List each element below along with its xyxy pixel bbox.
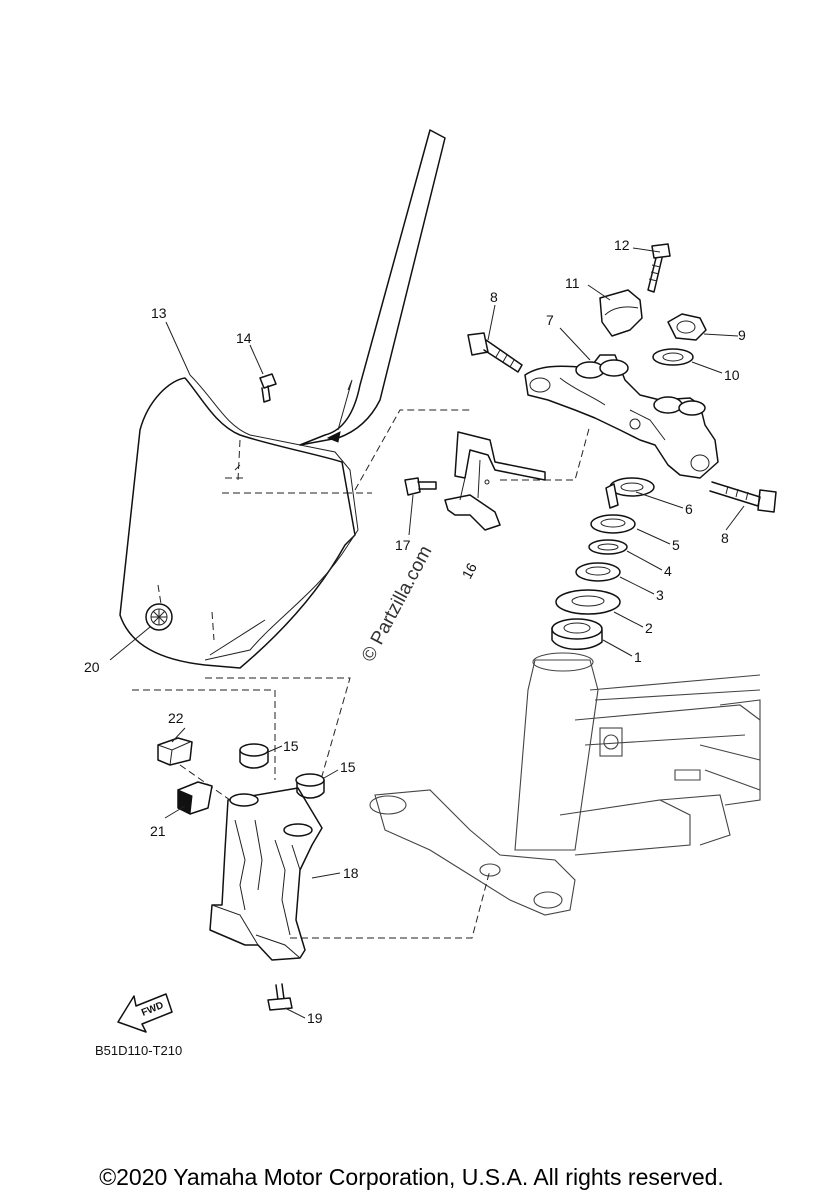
bolt-17 [404,477,437,496]
emblem [145,603,173,631]
callout-12: 12 [614,237,630,253]
callout-4: 4 [664,563,672,579]
callout-14: 14 [236,330,252,346]
bracket-18 [209,787,323,961]
washer-4 [588,539,628,555]
bearing-1 [551,618,603,650]
ring-nut-5 [590,514,636,534]
damper-15-left [239,743,269,769]
ring-nut-3 [575,562,621,582]
callout-8-lower: 8 [721,530,729,546]
callout-15-left: 15 [283,738,299,754]
callout-19: 19 [307,1010,323,1026]
watermark: © Partzilla.com [358,542,437,665]
washer-10 [652,348,694,366]
callout-18: 18 [343,865,359,881]
assembly-lines [132,409,591,939]
fwd-arrow-icon: FWD [117,993,173,1033]
bolt-8-upper [467,332,523,373]
upper-bracket [524,354,719,479]
callout-6: 6 [685,501,693,517]
callout-21: 21 [150,823,166,839]
diagram-code: B51D110-T210 [95,1043,182,1058]
handlebar-holder [599,289,643,337]
pad-22 [157,737,193,766]
callout-2: 2 [645,620,653,636]
nut-9 [667,313,707,341]
damper-15-right [295,773,325,799]
frame-illustration [369,652,761,916]
callout-8-upper: 8 [490,289,498,305]
bolt-14 [259,373,277,403]
bolt-12 [647,243,671,293]
callout-7: 7 [546,312,554,328]
callout-20: 20 [84,659,100,675]
callout-16: 16 [459,560,481,581]
bolt-8-lower [709,481,777,513]
callout-11: 11 [565,275,580,291]
callout-leaders [109,247,745,1019]
callout-9: 9 [738,327,746,343]
callout-5: 5 [672,537,680,553]
callout-17: 17 [395,537,411,553]
callout-labels: 12 11 7 8 9 10 6 8 5 4 3 2 1 13 14 17 20… [84,237,746,1026]
callout-22: 22 [168,710,184,726]
callout-1: 1 [634,649,642,665]
lock-washer-6 [605,477,655,509]
pad-21 [177,781,213,815]
bracket-16 [444,431,546,531]
callout-13: 13 [151,305,167,321]
callout-3: 3 [656,587,664,603]
callout-10: 10 [724,367,740,383]
number-plate [119,129,446,669]
bolt-19 [267,983,293,1011]
callout-15-right: 15 [340,759,356,775]
copyright-notice: ©2020 Yamaha Motor Corporation, U.S.A. A… [99,1164,724,1190]
dust-seal-2 [555,589,621,615]
